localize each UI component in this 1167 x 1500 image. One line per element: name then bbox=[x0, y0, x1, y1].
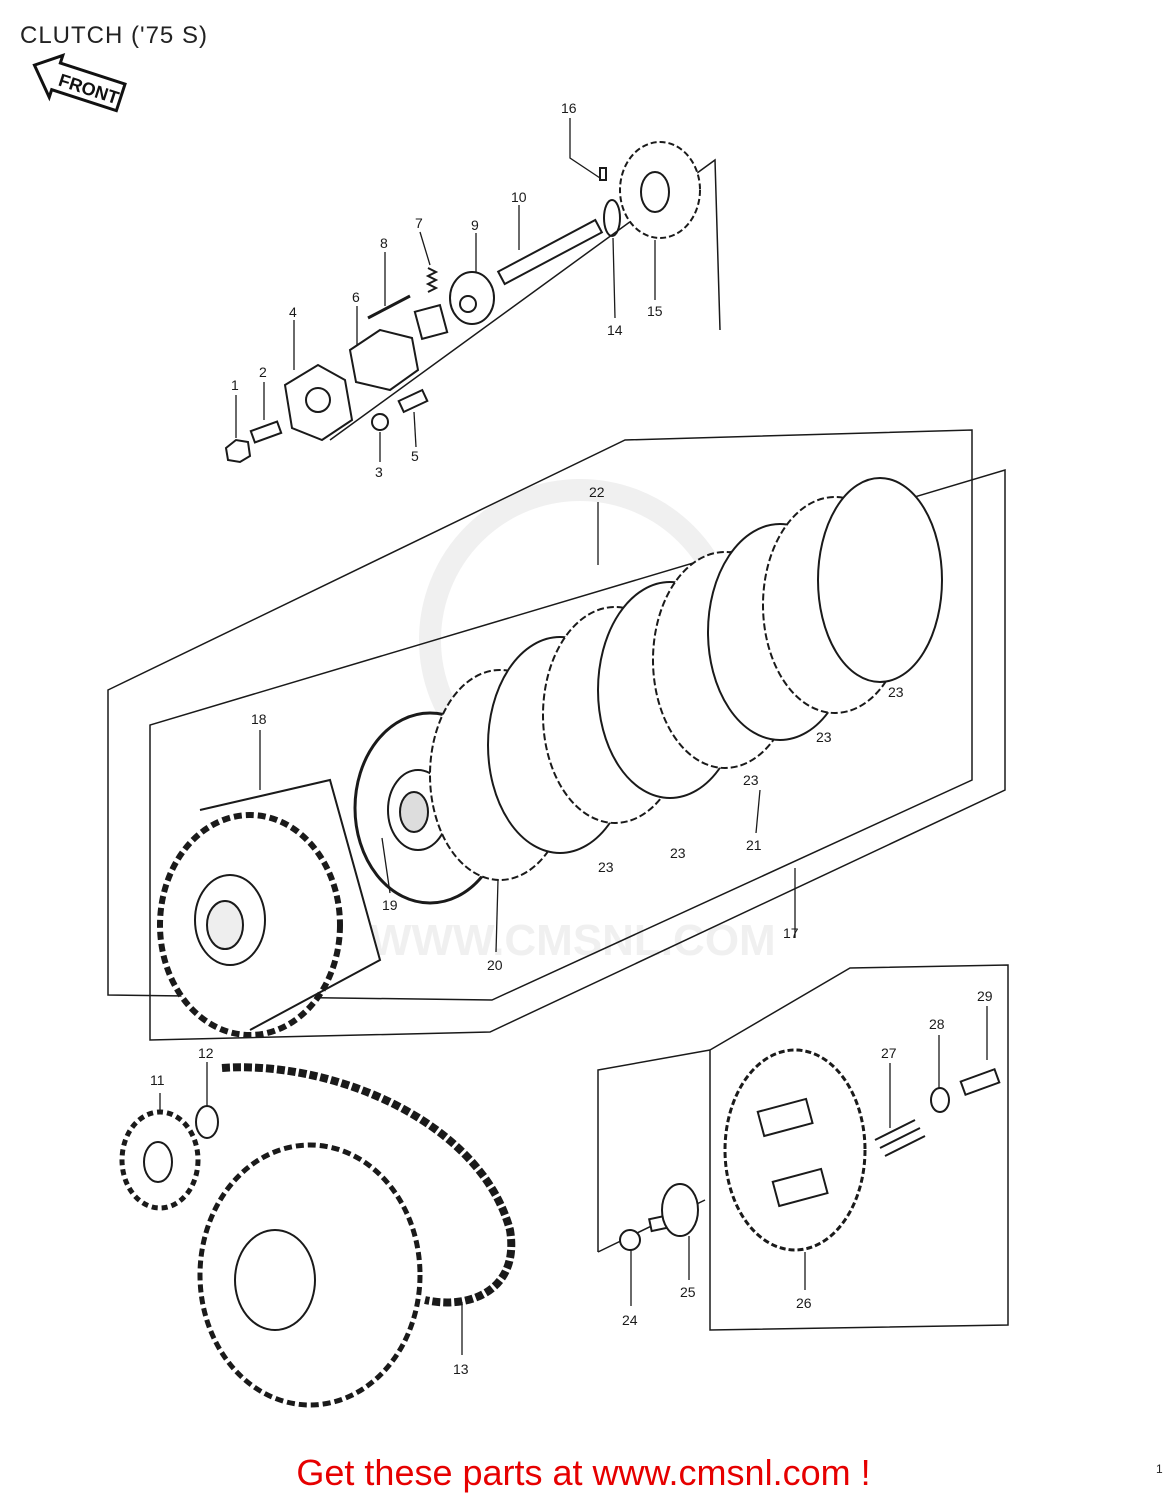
callout-leaders bbox=[159, 118, 988, 1355]
callout-5: 5 bbox=[411, 448, 419, 464]
callout-11: 11 bbox=[150, 1072, 165, 1088]
part-26-pressure-plate bbox=[723, 1048, 867, 1252]
callout-9: 9 bbox=[471, 217, 479, 233]
callout-12: 12 bbox=[198, 1045, 214, 1061]
callout-labels: 1 2 3 4 5 6 7 8 9 10 11 12 13 14 15 16 1… bbox=[150, 100, 993, 1377]
page-number: 1 bbox=[1156, 1462, 1163, 1476]
part-3-washer bbox=[371, 413, 389, 431]
part-16-key bbox=[599, 167, 607, 181]
part-8-pin bbox=[367, 294, 411, 320]
callout-28: 28 bbox=[929, 1016, 945, 1032]
part-24-ball bbox=[619, 1229, 641, 1251]
part-14-circlip bbox=[603, 199, 621, 237]
callout-23c: 23 bbox=[743, 772, 759, 788]
callout-4: 4 bbox=[289, 304, 297, 320]
callout-23a: 23 bbox=[598, 859, 614, 875]
callout-26: 26 bbox=[796, 1295, 812, 1311]
callout-29: 29 bbox=[977, 988, 993, 1004]
callout-15: 15 bbox=[647, 303, 663, 319]
primary-drive bbox=[119, 1063, 516, 1408]
diagram-title: CLUTCH ('75 S) bbox=[20, 22, 208, 49]
callout-23e: 23 bbox=[888, 684, 904, 700]
part-6-release bbox=[348, 328, 420, 392]
callout-10: 10 bbox=[511, 189, 527, 205]
callout-7: 7 bbox=[415, 215, 423, 231]
part-27-spring bbox=[874, 1119, 926, 1157]
part-28-washer bbox=[930, 1087, 950, 1113]
part-7-spring bbox=[425, 267, 439, 293]
callout-18: 18 bbox=[251, 711, 267, 727]
callout-19: 19 bbox=[382, 897, 398, 913]
part-2-adjusting-screw bbox=[249, 420, 283, 444]
callout-1: 1 bbox=[231, 377, 239, 393]
pressure-plate-group bbox=[619, 1048, 1001, 1252]
callout-2: 2 bbox=[259, 364, 267, 380]
callout-24: 24 bbox=[622, 1312, 638, 1328]
part-18-clutch-housing bbox=[157, 778, 382, 1038]
callout-3: 3 bbox=[375, 464, 383, 480]
release-group-frame bbox=[329, 158, 721, 441]
release-mechanism bbox=[224, 141, 701, 464]
callout-6: 6 bbox=[352, 289, 360, 305]
callout-22: 22 bbox=[589, 484, 605, 500]
callout-8: 8 bbox=[380, 235, 388, 251]
part-12-circlip bbox=[195, 1105, 219, 1139]
callout-23d: 23 bbox=[816, 729, 832, 745]
callout-14: 14 bbox=[607, 322, 623, 338]
footer-link[interactable]: Get these parts at www.cmsnl.com ! bbox=[296, 1452, 871, 1493]
callout-27: 27 bbox=[881, 1045, 897, 1061]
part-5-bolt bbox=[397, 388, 429, 414]
callout-16: 16 bbox=[561, 100, 577, 116]
part-10-shaft bbox=[496, 218, 604, 286]
callout-13: 13 bbox=[453, 1361, 469, 1377]
part-1-nut bbox=[224, 438, 252, 464]
clutch-assembly-frame bbox=[107, 429, 973, 1001]
clutch-plates bbox=[429, 477, 943, 881]
callout-25: 25 bbox=[680, 1284, 696, 1300]
front-arrow-icon: FRONT bbox=[32, 53, 127, 113]
pressure-plate-frame bbox=[709, 964, 1009, 1331]
watermark-text: WWW.CMSNL.COM bbox=[370, 916, 776, 965]
part-29-bolt bbox=[959, 1067, 1001, 1097]
part-13-primary-chain bbox=[221, 1063, 516, 1307]
callout-20: 20 bbox=[487, 957, 503, 973]
callout-23b: 23 bbox=[670, 845, 686, 861]
callout-17: 17 bbox=[783, 925, 799, 941]
group-frames bbox=[107, 158, 1009, 1331]
callout-21: 21 bbox=[746, 837, 762, 853]
